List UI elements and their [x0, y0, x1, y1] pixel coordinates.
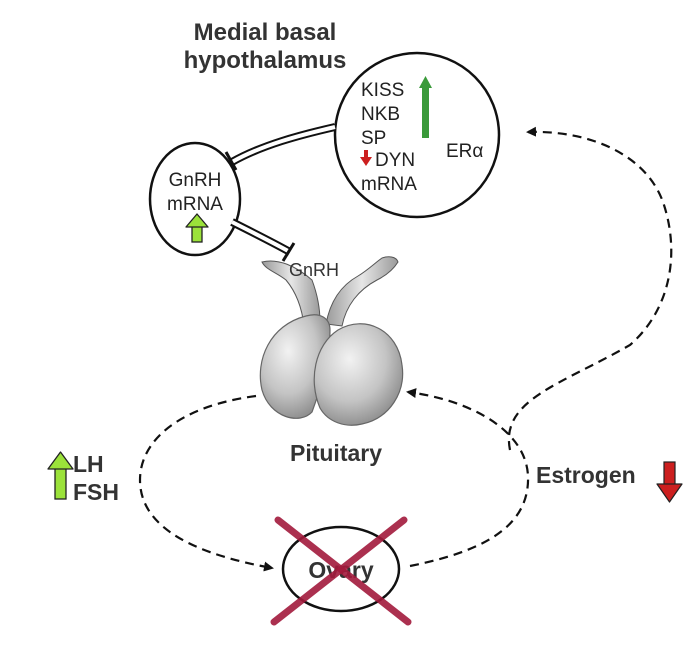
pituitary-gland: [259, 256, 404, 426]
hypothalamus-to-gnrh-connection: [224, 123, 336, 171]
lh-label: LH: [73, 451, 104, 477]
gene-nkb: NKB: [361, 104, 400, 125]
er-alpha-label: ERα: [446, 141, 483, 162]
gene-sp: SP: [361, 128, 386, 149]
fsh-label: FSH: [73, 479, 119, 505]
gnrh-to-pituitary-connection: [230, 218, 296, 262]
gnrh-label: GnRH: [169, 170, 222, 191]
pituitary-to-ovary-arrow: [138, 394, 274, 572]
ovary-removed-cross-icon: [270, 516, 412, 626]
ovary-to-pituitary-arrow: [406, 388, 530, 568]
gnrh-up-arrow-icon: [185, 213, 209, 243]
estrogen-to-hypothalamus-arrow: [507, 126, 673, 451]
kiss-up-arrow-icon: [419, 76, 432, 138]
estrogen-label: Estrogen: [536, 462, 636, 488]
gnrh-mrna-label: mRNA: [167, 194, 223, 215]
pituitary-label: Pituitary: [290, 440, 382, 466]
dyn-down-arrow-icon: [360, 150, 372, 166]
gonadotropin-up-arrow-icon: [47, 451, 74, 500]
title-line1: Medial basal: [194, 19, 337, 46]
hypothalamus-circle: [333, 51, 501, 219]
gnrh-neuron-oval: [148, 141, 242, 257]
gene-kiss: KISS: [361, 80, 404, 101]
gene-dyn: DYN: [375, 150, 415, 171]
estrogen-down-arrow-icon: [656, 461, 683, 503]
gene-mrna: mRNA: [361, 174, 417, 195]
gnrh-stalk-label: GnRH: [289, 260, 339, 280]
title-line2: hypothalamus: [184, 47, 347, 74]
